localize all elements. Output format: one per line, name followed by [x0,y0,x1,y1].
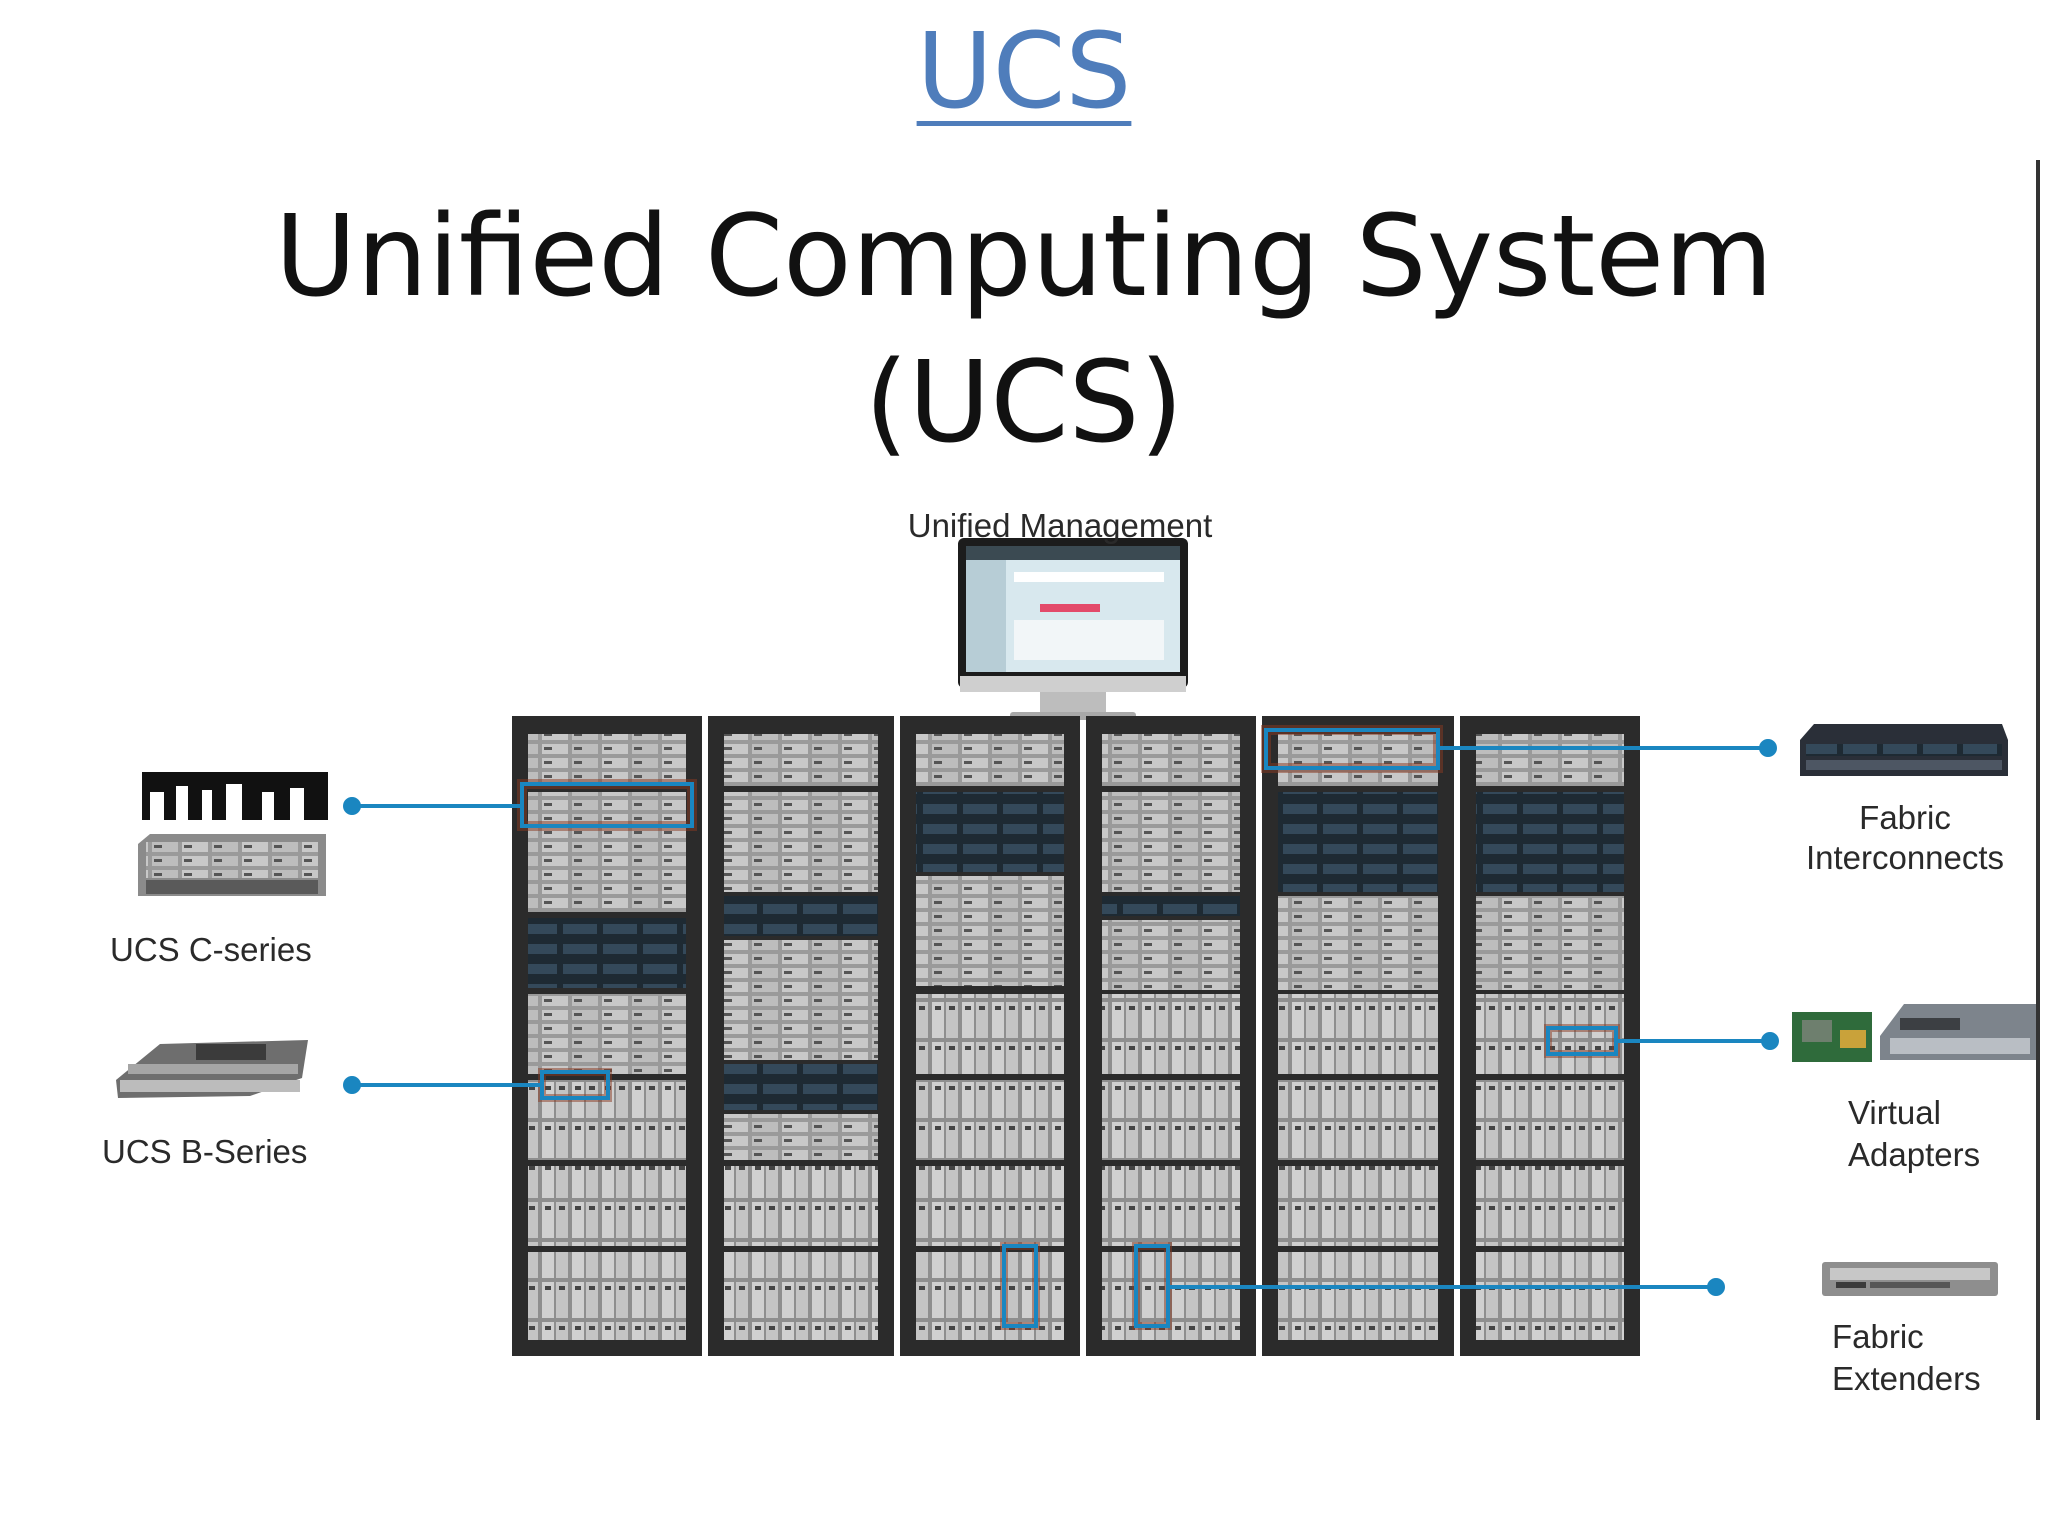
fabric-interconnect-image [1800,724,2008,776]
fabric-extenders-label: Fabric Extenders [1832,1316,2032,1400]
fabric-extenders-label-line1: Fabric [1832,1318,1924,1355]
virtual-adapter-image [1792,1004,2040,1062]
virtual-adapters-label-line1: Virtual [1848,1094,1941,1131]
virtual-adapters-label: Virtual Adapters [1848,1092,2048,1176]
virtual-adapters-label-line2: Adapters [1848,1136,1981,1173]
ucs-b-series-image [116,1040,308,1098]
slide-title-line2: (UCS) [864,338,1184,468]
fabric-interconnects-label-line2: Interconnects [1805,839,2005,876]
slide-title-line1: Unified Computing System [274,192,1774,322]
page-header: UCS [0,0,2048,132]
management-monitor [958,538,1188,720]
ucs-b-series-label: UCS B-Series [102,1133,308,1170]
fabric-extender-image [1822,1262,1998,1296]
rack-1 [512,716,702,1356]
fabric-extenders-label-line2: Extenders [1832,1360,1981,1397]
ucs-c-series-label: UCS C-series [110,931,312,968]
ucs-link[interactable]: UCS [916,10,1132,132]
ucs-c-series-image [138,772,328,896]
rack-5 [1262,716,1454,1356]
fabric-interconnects-label: Fabric Interconnects [1790,798,2020,878]
unified-management-label: Unified Management [907,507,1213,544]
connector-lines [343,739,1779,1296]
rack-2 [708,716,894,1356]
fabric-interconnects-label-line1: Fabric [1859,799,1951,836]
rack-row [512,716,1640,1356]
rack-4 [1086,716,1256,1356]
rack-3 [900,716,1080,1356]
scrollbar[interactable] [2036,160,2040,1420]
